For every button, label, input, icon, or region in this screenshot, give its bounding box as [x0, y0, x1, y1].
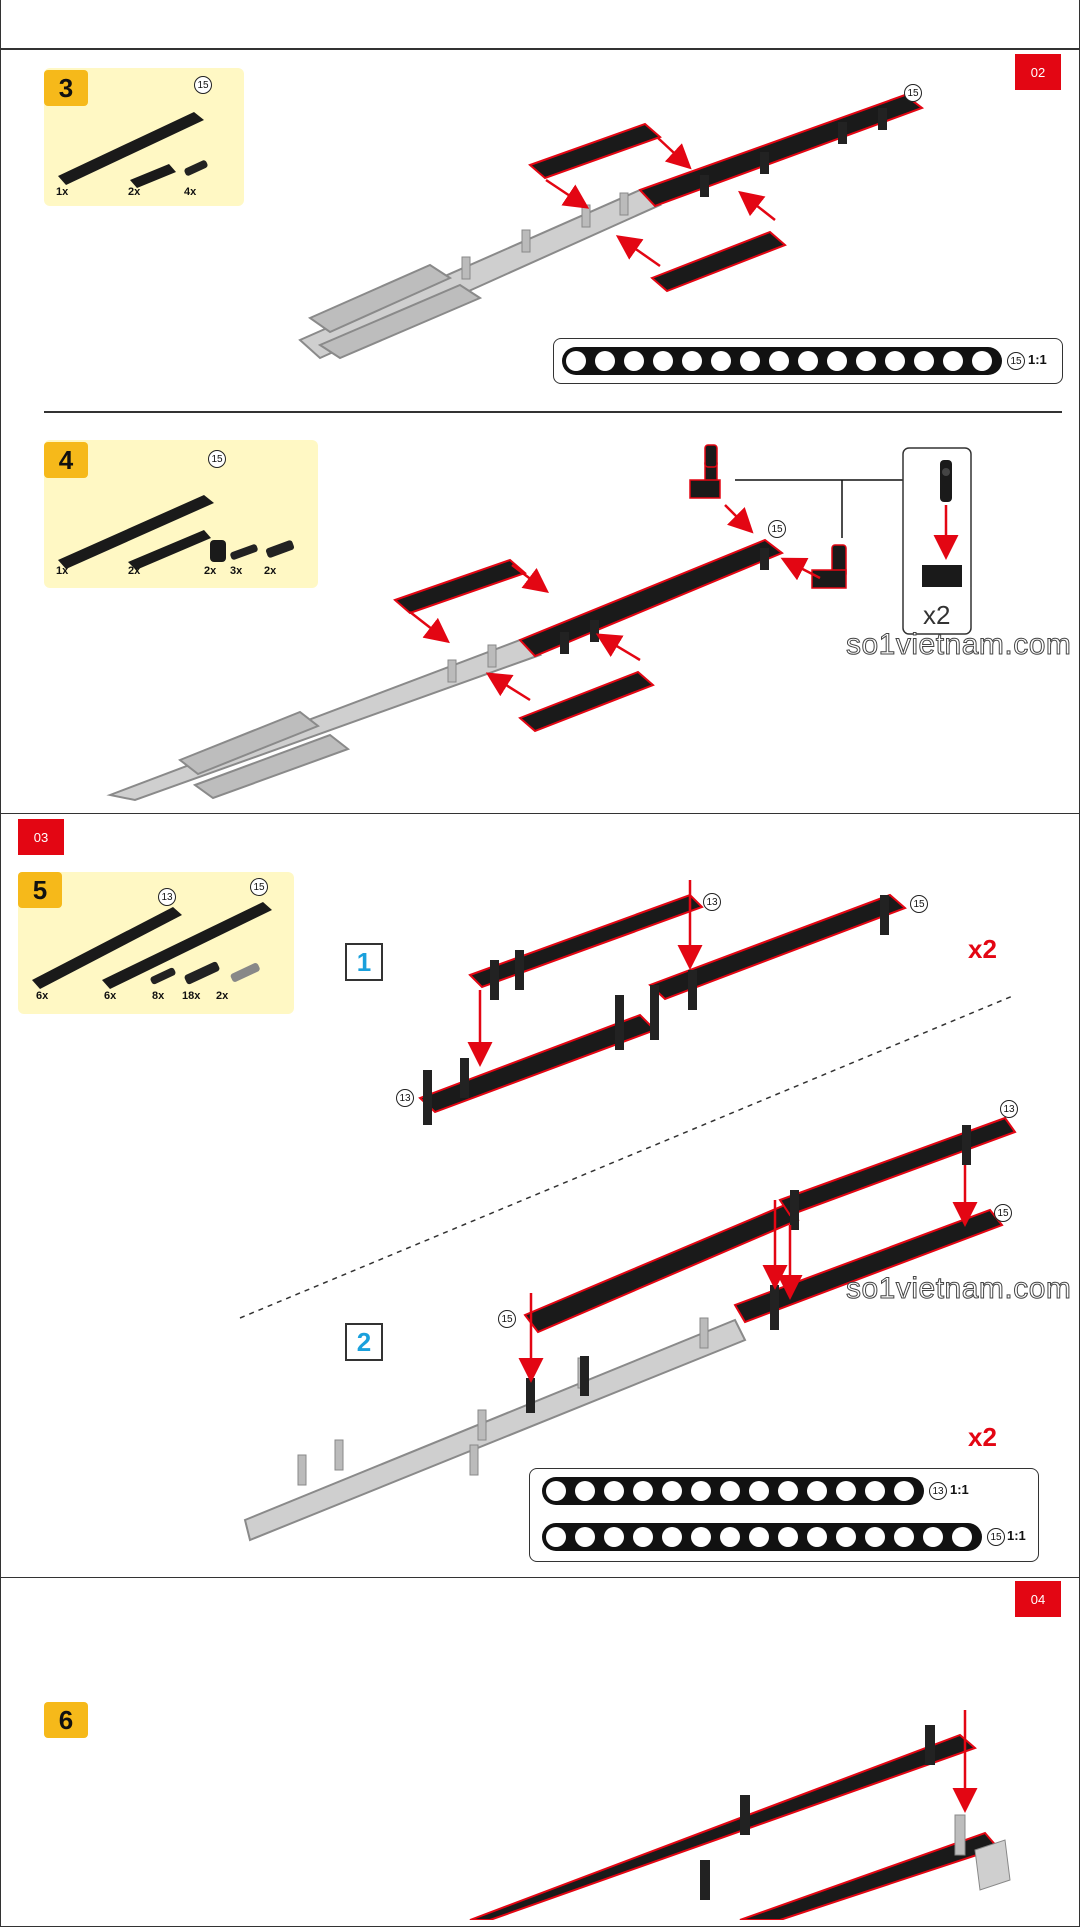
part-qty: 2x [204, 565, 217, 577]
step-5-parts-box: 5 13 15 6x 6x 8x 18x 2x [18, 872, 294, 1014]
scale-length-badge: 15 [1007, 352, 1025, 370]
part-qty: 6x [36, 990, 49, 1002]
scale-ratio: 1:1 [1028, 352, 1047, 367]
step-5-substep-2-arrows [518, 1165, 978, 1383]
step-5-scale-reference: 13 1:1 15 1:1 [529, 1468, 1039, 1562]
page-number-tab: 02 [1015, 54, 1061, 90]
part-qty: 8x [152, 990, 165, 1002]
part-qty: 2x [216, 990, 229, 1002]
inset-multiplier: x2 [923, 600, 951, 630]
step-4-short-beams [393, 558, 655, 733]
part-qty: 6x [104, 990, 117, 1002]
page-number-tab: 04 [1015, 1581, 1061, 1617]
step-5-parts-illustration [32, 902, 272, 989]
substep-2-multiplier: x2 [968, 1422, 997, 1452]
part-length-badge: 15 [250, 878, 268, 896]
substep-1-multiplier: x2 [968, 934, 997, 964]
scale-length-badge: 15 [987, 1528, 1005, 1546]
page-number-tab: 03 [18, 819, 64, 855]
step-5-substep-2-black [523, 1116, 1017, 1413]
beam-length-callout: 13 [703, 893, 721, 911]
step-4-parts-illustration [58, 495, 295, 570]
beam-length-callout: 15 [498, 1310, 516, 1328]
step-4-grey-assembly [106, 638, 543, 802]
step-divider [44, 411, 1062, 413]
scale-beam-15 [562, 347, 1002, 375]
scale-ratio: 1:1 [950, 1482, 969, 1497]
step-3-parts-illustration [58, 112, 208, 188]
step-4-number: 4 [44, 442, 88, 478]
step-3-number: 3 [44, 70, 88, 106]
part-qty: 2x [128, 565, 141, 577]
beam-length-callout: 15 [994, 1204, 1012, 1222]
step-4-inset-parts [922, 460, 962, 587]
step-4-arrows [409, 504, 821, 702]
beam-length-callout: 15 [768, 520, 786, 538]
step-3-short-beams [528, 122, 787, 293]
substep-2-label: 2 [345, 1323, 383, 1361]
part-length-badge: 13 [158, 888, 176, 906]
part-qty: 18x [182, 990, 201, 1002]
part-qty: 1x [56, 186, 69, 198]
step-3-parts-box: 3 15 1x 2x 4x [44, 68, 244, 206]
substep-1-label: 1 [345, 943, 383, 981]
part-qty: 2x [264, 565, 277, 577]
scale-length-badge: 13 [929, 1482, 947, 1500]
step-4-connectors [689, 444, 847, 589]
scale-ratio: 1:1 [1007, 1528, 1026, 1543]
part-qty: 1x [56, 565, 69, 577]
part-qty: 3x [230, 565, 243, 577]
part-length-badge: 15 [194, 76, 212, 94]
beam-length-callout: 15 [904, 84, 922, 102]
step-4-black-beam [518, 538, 784, 658]
part-length-badge: 15 [208, 450, 226, 468]
watermark: so1vietnam.com [845, 1272, 1072, 1306]
step-5-substep-1-arrows [467, 880, 703, 1067]
step-6-beams [469, 1725, 1011, 1920]
step-5-number: 5 [18, 872, 62, 908]
step-3-arrows [545, 137, 776, 268]
step-5-substep-1-beams [418, 893, 907, 1125]
part-qty: 2x [128, 186, 141, 198]
part-qty: 4x [184, 186, 197, 198]
step-4-parts-box: 4 15 1x 2x 2x 3x 2x [44, 440, 318, 588]
step-4-guide-lines [735, 479, 905, 538]
step-6-number: 6 [44, 1702, 88, 1738]
step-3-black-beam [638, 93, 925, 208]
beam-length-callout: 15 [910, 895, 928, 913]
step-3-scale-reference: 15 1:1 [553, 338, 1063, 384]
step-3-grey-assembly [298, 188, 662, 360]
beam-length-callout: 13 [1000, 1100, 1018, 1118]
beam-length-callout: 13 [396, 1089, 414, 1107]
watermark: so1vietnam.com [845, 628, 1072, 662]
scale-beams-13-15 [542, 1477, 982, 1551]
